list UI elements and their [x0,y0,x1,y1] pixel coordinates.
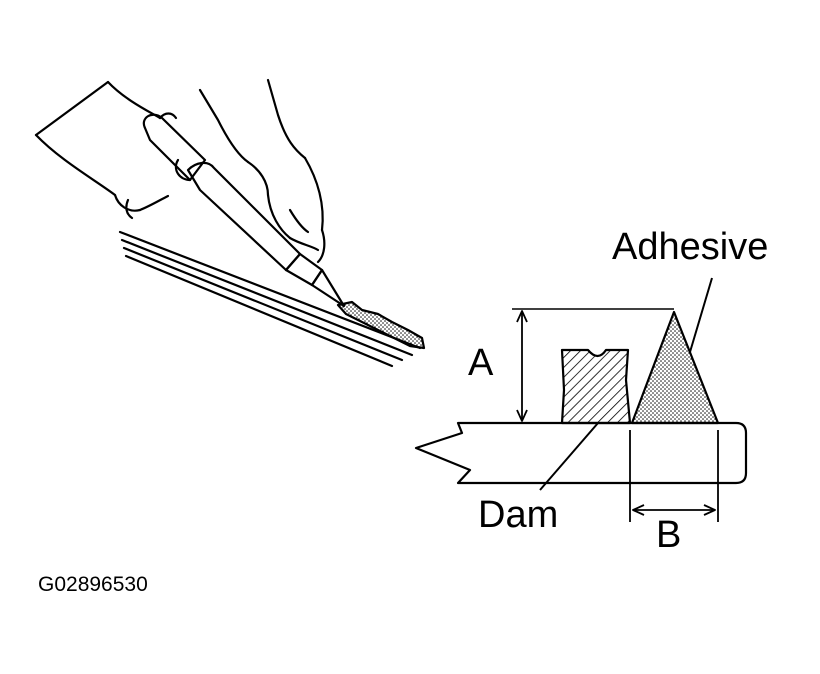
cross-section [414,277,748,522]
dimension-a [516,310,528,422]
glass-edge-icon [118,230,422,368]
adhesive-label: Adhesive [612,226,769,268]
caulking-gun-icon [142,113,346,308]
dimension-b [629,430,719,522]
dam-shape [560,348,632,425]
dam-label: Dam [478,494,559,536]
adhesive-shape [630,310,720,425]
dimension-a-label: A [468,342,494,384]
glass-slab [414,421,748,485]
hands-applying-adhesive-icon [34,78,426,368]
right-hand-icon [198,78,326,264]
dimension-b-label: B [656,514,682,556]
figure-code: G02896530 [38,573,148,596]
adhesive-bead-icon [336,300,426,350]
left-hand-icon [34,80,178,220]
